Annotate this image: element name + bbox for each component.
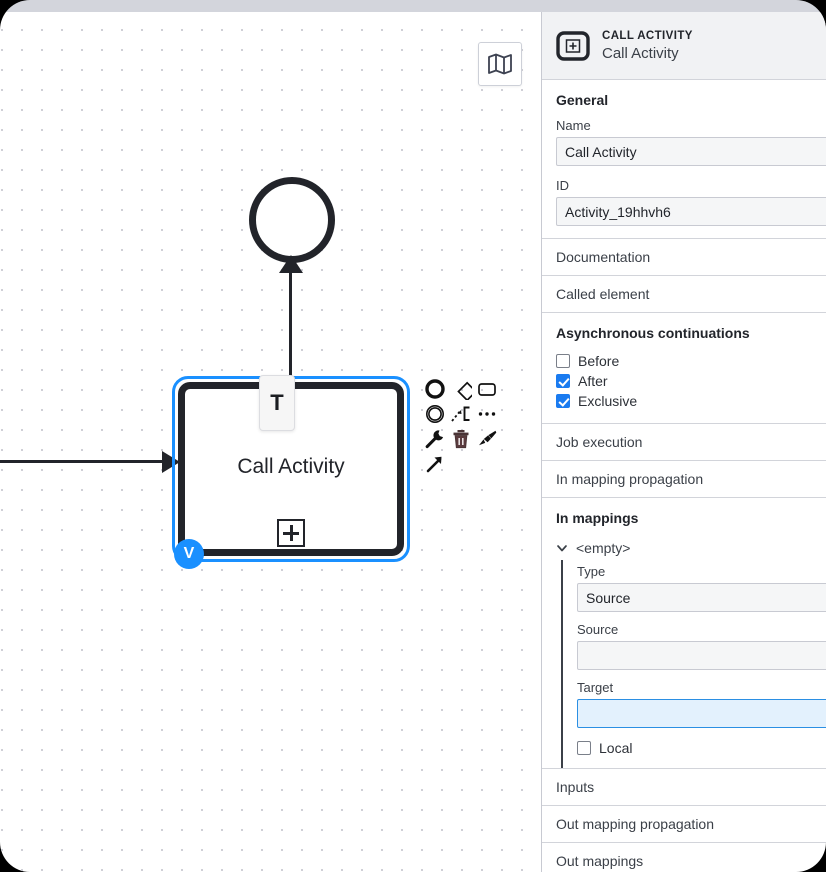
name-label: Name <box>556 118 591 133</box>
incoming-flow-arrowhead <box>162 451 180 473</box>
element-type-label: CALL ACTIVITY <box>602 30 693 42</box>
field-type: Type Source <box>577 564 826 622</box>
append-gateway-icon[interactable] <box>449 377 473 401</box>
more-options-icon[interactable] <box>475 402 499 426</box>
in-mapping-entry: <empty> Type Source Source Target <box>542 536 826 768</box>
target-input[interactable] <box>577 699 826 728</box>
group-out-mappings[interactable]: Out mappings <box>542 843 826 872</box>
target-label: Target <box>577 680 614 695</box>
minimap-icon <box>488 53 512 75</box>
type-select[interactable]: Source <box>577 583 826 612</box>
checkbox-after-label: After <box>578 373 608 389</box>
group-general-title: General <box>556 92 609 108</box>
sequence-flow-to-end-event[interactable] <box>289 264 292 379</box>
context-pad-row-4 <box>423 451 501 476</box>
end-event-shape[interactable] <box>249 177 335 263</box>
group-in-mapping-propagation[interactable]: In mapping propagation <box>542 461 826 498</box>
checkbox-exclusive-label: Exclusive <box>578 393 638 409</box>
checkbox-row-before[interactable]: Before <box>556 351 812 371</box>
label-edit-badge[interactable]: T <box>259 375 295 431</box>
checkbox-before-label: Before <box>578 353 620 369</box>
group-async-title: Asynchronous continuations <box>556 325 750 341</box>
arrow-connect-icon[interactable] <box>423 452 447 476</box>
field-id: ID Activity_19hhvh6 <box>542 178 826 238</box>
incoming-sequence-flow[interactable] <box>0 460 170 463</box>
checkbox-local-label: Local <box>599 740 633 756</box>
checkbox-row-exclusive[interactable]: Exclusive <box>556 391 812 411</box>
checkbox-local[interactable] <box>577 741 591 755</box>
checkbox-before[interactable] <box>556 354 570 368</box>
in-mapping-entry-body: Type Source Source Target Loca <box>561 560 826 768</box>
id-label: ID <box>556 178 569 193</box>
context-pad-row-2 <box>423 401 501 426</box>
checkbox-row-after[interactable]: After <box>556 371 812 391</box>
append-task-icon[interactable] <box>475 377 499 401</box>
local-checkbox-list: Local <box>577 738 826 758</box>
trash-delete-icon[interactable] <box>449 427 473 451</box>
source-label: Source <box>577 622 619 637</box>
group-inputs[interactable]: Inputs <box>542 769 826 806</box>
field-name: Name Call Activity <box>542 118 826 178</box>
group-out-mapping-propagation[interactable]: Out mapping propagation <box>542 806 826 843</box>
type-label: Type <box>577 564 606 579</box>
window-top-bar <box>0 0 826 12</box>
field-source: Source <box>577 622 826 680</box>
bpmn-canvas[interactable]: Call Activity T V <box>0 12 541 872</box>
checkbox-row-local[interactable]: Local <box>577 738 826 758</box>
context-pad-row-3 <box>423 426 501 451</box>
group-documentation[interactable]: Documentation <box>542 239 826 276</box>
group-async-continuations: Asynchronous continuations Before After … <box>542 313 826 424</box>
checkbox-after[interactable] <box>556 374 570 388</box>
wrench-change-type-icon[interactable] <box>423 427 447 451</box>
field-target: Target <box>577 680 826 738</box>
append-intermediate-event-icon[interactable] <box>423 402 447 426</box>
id-input[interactable]: Activity_19hhvh6 <box>556 197 826 226</box>
name-input[interactable]: Call Activity <box>556 137 826 166</box>
context-pad-row-1 <box>423 376 501 401</box>
group-general: General Name Call Activity ID Activity_1… <box>542 80 826 239</box>
sequence-flow-arrowhead <box>279 255 303 273</box>
async-checkbox-list: Before After Exclusive <box>542 351 826 423</box>
properties-panel-header: CALL ACTIVITY Call Activity <box>542 12 826 80</box>
group-called-element[interactable]: Called element <box>542 276 826 313</box>
source-input[interactable] <box>577 641 826 670</box>
element-name-label: Call Activity <box>602 45 679 62</box>
call-activity-label: Call Activity <box>237 455 345 478</box>
properties-panel: CALL ACTIVITY Call Activity General Name… <box>541 12 826 872</box>
call-activity-icon <box>556 30 590 61</box>
append-end-event-icon[interactable] <box>423 377 447 401</box>
context-pad <box>423 376 501 476</box>
panel-header-text: CALL ACTIVITY Call Activity <box>602 28 693 63</box>
in-mapping-entry-header[interactable]: <empty> <box>556 536 826 560</box>
connect-icon[interactable] <box>449 402 473 426</box>
checkbox-exclusive[interactable] <box>556 394 570 408</box>
group-in-mappings-title: In mappings <box>556 510 639 526</box>
in-mapping-entry-label: <empty> <box>576 540 631 556</box>
group-job-execution[interactable]: Job execution <box>542 424 826 461</box>
chevron-down-icon[interactable] <box>556 542 568 554</box>
minimap-toggle-button[interactable] <box>478 42 522 86</box>
group-in-mappings: In mappings <empty> Type Source Source <box>542 498 826 769</box>
paintbrush-set-color-icon[interactable] <box>475 427 499 451</box>
validation-badge[interactable]: V <box>174 539 204 569</box>
collapsed-subprocess-plus-icon <box>277 519 305 547</box>
